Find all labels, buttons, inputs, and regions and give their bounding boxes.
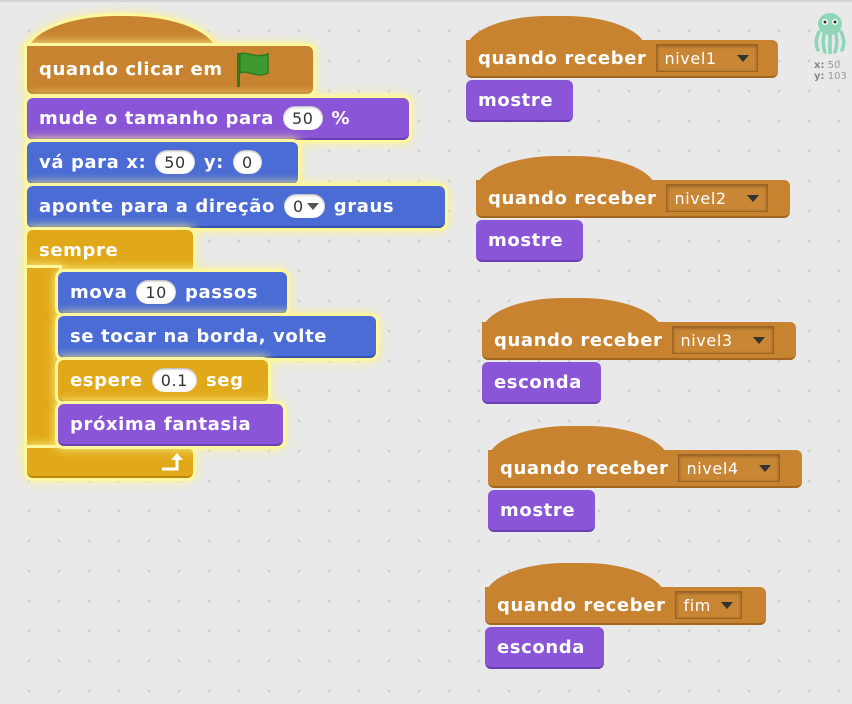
forever-bottom [27, 448, 193, 478]
when-receive-block[interactable]: quando receber nivel3 [482, 322, 796, 360]
wait-label: espere [70, 369, 143, 391]
show-block[interactable]: mostre [476, 220, 583, 262]
move-label: mova [70, 281, 128, 303]
direction-input[interactable]: 0 [283, 194, 325, 218]
goto-y-label: y: [203, 151, 224, 173]
hat-label: quando clicar em [39, 58, 223, 80]
sprite-coordinates: x: 50 y: 103 [814, 60, 847, 82]
set-size-label: mude o tamanho para [39, 107, 274, 129]
message-dropdown[interactable]: nivel4 [677, 454, 780, 482]
show-label: mostre [500, 499, 576, 521]
message-value: nivel2 [674, 188, 727, 208]
message-dropdown[interactable]: nivel1 [655, 44, 758, 72]
show-block[interactable]: mostre [466, 80, 573, 122]
move-steps-block[interactable]: mova 10 passos [58, 272, 287, 314]
message-value: nivel1 [664, 48, 717, 68]
goto-x-input[interactable]: 50 [155, 150, 195, 174]
hide-block[interactable]: esconda [485, 627, 604, 669]
y-value: 103 [827, 71, 847, 82]
forever-label: sempre [39, 239, 119, 261]
x-value: 50 [827, 60, 841, 71]
goto-x-label: vá para x: [39, 151, 147, 173]
message-value: fim [683, 595, 711, 615]
next-costume-block[interactable]: próxima fantasia [58, 404, 283, 446]
forever-top: sempre [27, 230, 193, 272]
receive-label: quando receber [488, 187, 657, 209]
chevron-down-icon [306, 202, 319, 210]
set-size-block[interactable]: mude o tamanho para 50 % [27, 98, 409, 140]
chevron-down-icon [720, 601, 733, 609]
steps-unit: passos [184, 281, 259, 303]
chevron-down-icon [746, 194, 759, 202]
hide-block[interactable]: esconda [482, 362, 601, 404]
bounce-block[interactable]: se tocar na borda, volte [58, 316, 376, 358]
when-flag-clicked-block[interactable]: quando clicar em [27, 46, 313, 94]
wait-unit: seg [205, 369, 244, 391]
next-costume-label: próxima fantasia [70, 413, 252, 435]
wait-input[interactable]: 0.1 [151, 368, 197, 392]
forever-arm [27, 268, 59, 454]
go-to-xy-block[interactable]: vá para x: 50 y: 0 [27, 142, 298, 184]
when-receive-block[interactable]: quando receber nivel2 [476, 180, 790, 218]
receive-label: quando receber [478, 47, 647, 69]
direction-unit: graus [333, 195, 395, 217]
y-label: y: [814, 71, 825, 82]
wait-block[interactable]: espere 0.1 seg [58, 360, 268, 402]
message-value: nivel4 [686, 458, 739, 478]
message-dropdown[interactable]: nivel3 [671, 326, 774, 354]
x-label: x: [814, 60, 825, 71]
show-label: mostre [488, 229, 564, 251]
receive-label: quando receber [497, 594, 666, 616]
steps-input[interactable]: 10 [136, 280, 176, 304]
show-label: mostre [478, 89, 554, 111]
size-input[interactable]: 50 [282, 106, 323, 130]
when-receive-block[interactable]: quando receber fim [485, 587, 766, 625]
when-receive-block[interactable]: quando receber nivel4 [488, 450, 802, 488]
goto-y-input[interactable]: 0 [232, 150, 262, 174]
message-value: nivel3 [680, 330, 733, 350]
hide-label: esconda [497, 636, 586, 658]
point-direction-block[interactable]: aponte para a direção 0 graus [27, 186, 445, 228]
show-block[interactable]: mostre [488, 490, 595, 532]
top-border [0, 0, 852, 2]
bounce-label: se tocar na borda, volte [70, 325, 328, 347]
octopus-sprite-icon [814, 13, 846, 54]
chevron-down-icon [752, 336, 765, 344]
chevron-down-icon [758, 464, 771, 472]
direction-value: 0 [292, 196, 304, 216]
chevron-down-icon [736, 54, 749, 62]
when-receive-block[interactable]: quando receber nivel1 [466, 40, 778, 78]
size-unit: % [331, 107, 351, 129]
receive-label: quando receber [500, 457, 669, 479]
hide-label: esconda [494, 371, 583, 393]
green-flag-icon [236, 52, 269, 87]
message-dropdown[interactable]: fim [674, 591, 742, 619]
message-dropdown[interactable]: nivel2 [665, 184, 768, 212]
receive-label: quando receber [494, 329, 663, 351]
point-label: aponte para a direção [39, 195, 275, 217]
loop-arrow-icon [162, 453, 183, 471]
